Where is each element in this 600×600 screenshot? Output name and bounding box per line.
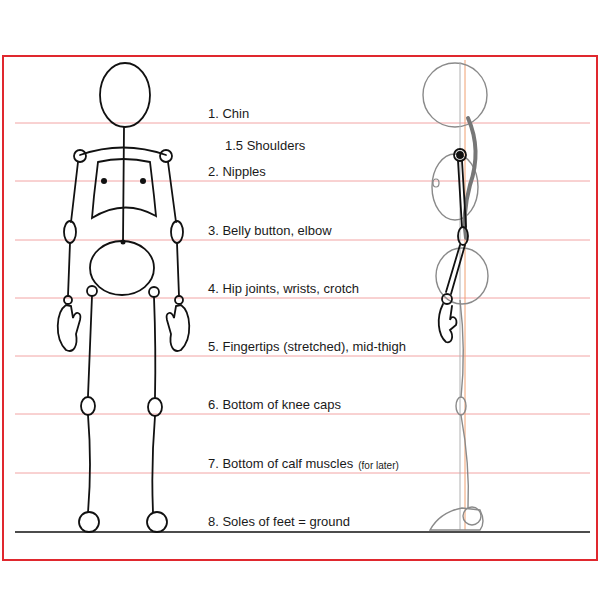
- knee-cap: [456, 397, 466, 415]
- guide-line: [15, 473, 590, 474]
- side-arm: [439, 149, 468, 342]
- center-line: [460, 62, 461, 530]
- proportion-label: 7. Bottom of calf muscles: [208, 456, 353, 471]
- head: [100, 63, 150, 127]
- thigh: [88, 296, 92, 396]
- proportion-label: 5. Fingertips (stretched), mid-thigh: [208, 339, 406, 354]
- forearm: [68, 243, 70, 296]
- hand: [58, 305, 81, 351]
- shin: [461, 415, 468, 508]
- elbow: [64, 221, 76, 243]
- nipple-dot: [101, 178, 107, 184]
- note-text: (for later): [358, 458, 399, 473]
- forearm: [177, 243, 179, 296]
- thigh: [154, 297, 155, 397]
- front-dots: [101, 178, 146, 245]
- foot: [79, 512, 99, 532]
- proportion-label: 2. Nipples: [208, 164, 266, 179]
- ground-line: [15, 531, 590, 533]
- spine: [123, 127, 124, 242]
- side-figure-outline: [423, 62, 488, 530]
- guide-line: [15, 356, 590, 357]
- head: [423, 63, 487, 127]
- elbow: [171, 221, 183, 243]
- thigh: [460, 300, 463, 398]
- front-figure: [58, 63, 190, 532]
- ankle: [463, 507, 481, 525]
- guide-lines: [15, 123, 590, 473]
- upper-arm: [71, 162, 78, 222]
- wrist: [442, 294, 452, 304]
- shoulder-joint: [454, 149, 466, 161]
- nipple: [433, 179, 439, 187]
- foot: [430, 508, 483, 530]
- shoulder-joint: [160, 150, 172, 162]
- upper-arm: [462, 161, 466, 227]
- wrist: [64, 296, 72, 304]
- foot: [147, 512, 167, 532]
- proportion-label: 8. Soles of feet = ground: [208, 514, 350, 529]
- elbow: [458, 227, 468, 245]
- guide-line: [15, 298, 590, 299]
- nipple-dot: [140, 178, 146, 184]
- belly-button-dot: [121, 240, 126, 245]
- guide-line: [15, 123, 590, 124]
- shoulder-center: [457, 152, 463, 158]
- proportion-label: 4. Hip joints, wrists, crotch: [208, 281, 359, 296]
- forearm: [451, 245, 465, 294]
- wrist: [175, 296, 183, 304]
- shin: [88, 415, 90, 512]
- proportion-label: 3. Belly button, elbow: [208, 223, 332, 238]
- proportion-label: 6. Bottom of knee caps: [208, 397, 341, 412]
- pelvis: [90, 241, 154, 295]
- hip-joint: [149, 287, 159, 297]
- hand: [439, 304, 457, 342]
- knee-cap: [81, 397, 95, 415]
- proportion-label: 1.5 Shoulders: [225, 138, 305, 153]
- plumb-line: [465, 60, 466, 530]
- upper-arm: [458, 161, 462, 227]
- upper-arm: [168, 162, 176, 222]
- ribcage: [92, 159, 156, 218]
- hip-joint: [87, 286, 97, 296]
- shoulder-joint: [74, 150, 86, 162]
- knee-cap: [148, 398, 162, 416]
- shin: [152, 416, 155, 512]
- guide-line: [15, 414, 590, 415]
- shoulder-line: [80, 148, 166, 156]
- guide-line: [15, 240, 590, 241]
- proportion-label: 1. Chin: [208, 106, 249, 121]
- hand: [167, 305, 190, 351]
